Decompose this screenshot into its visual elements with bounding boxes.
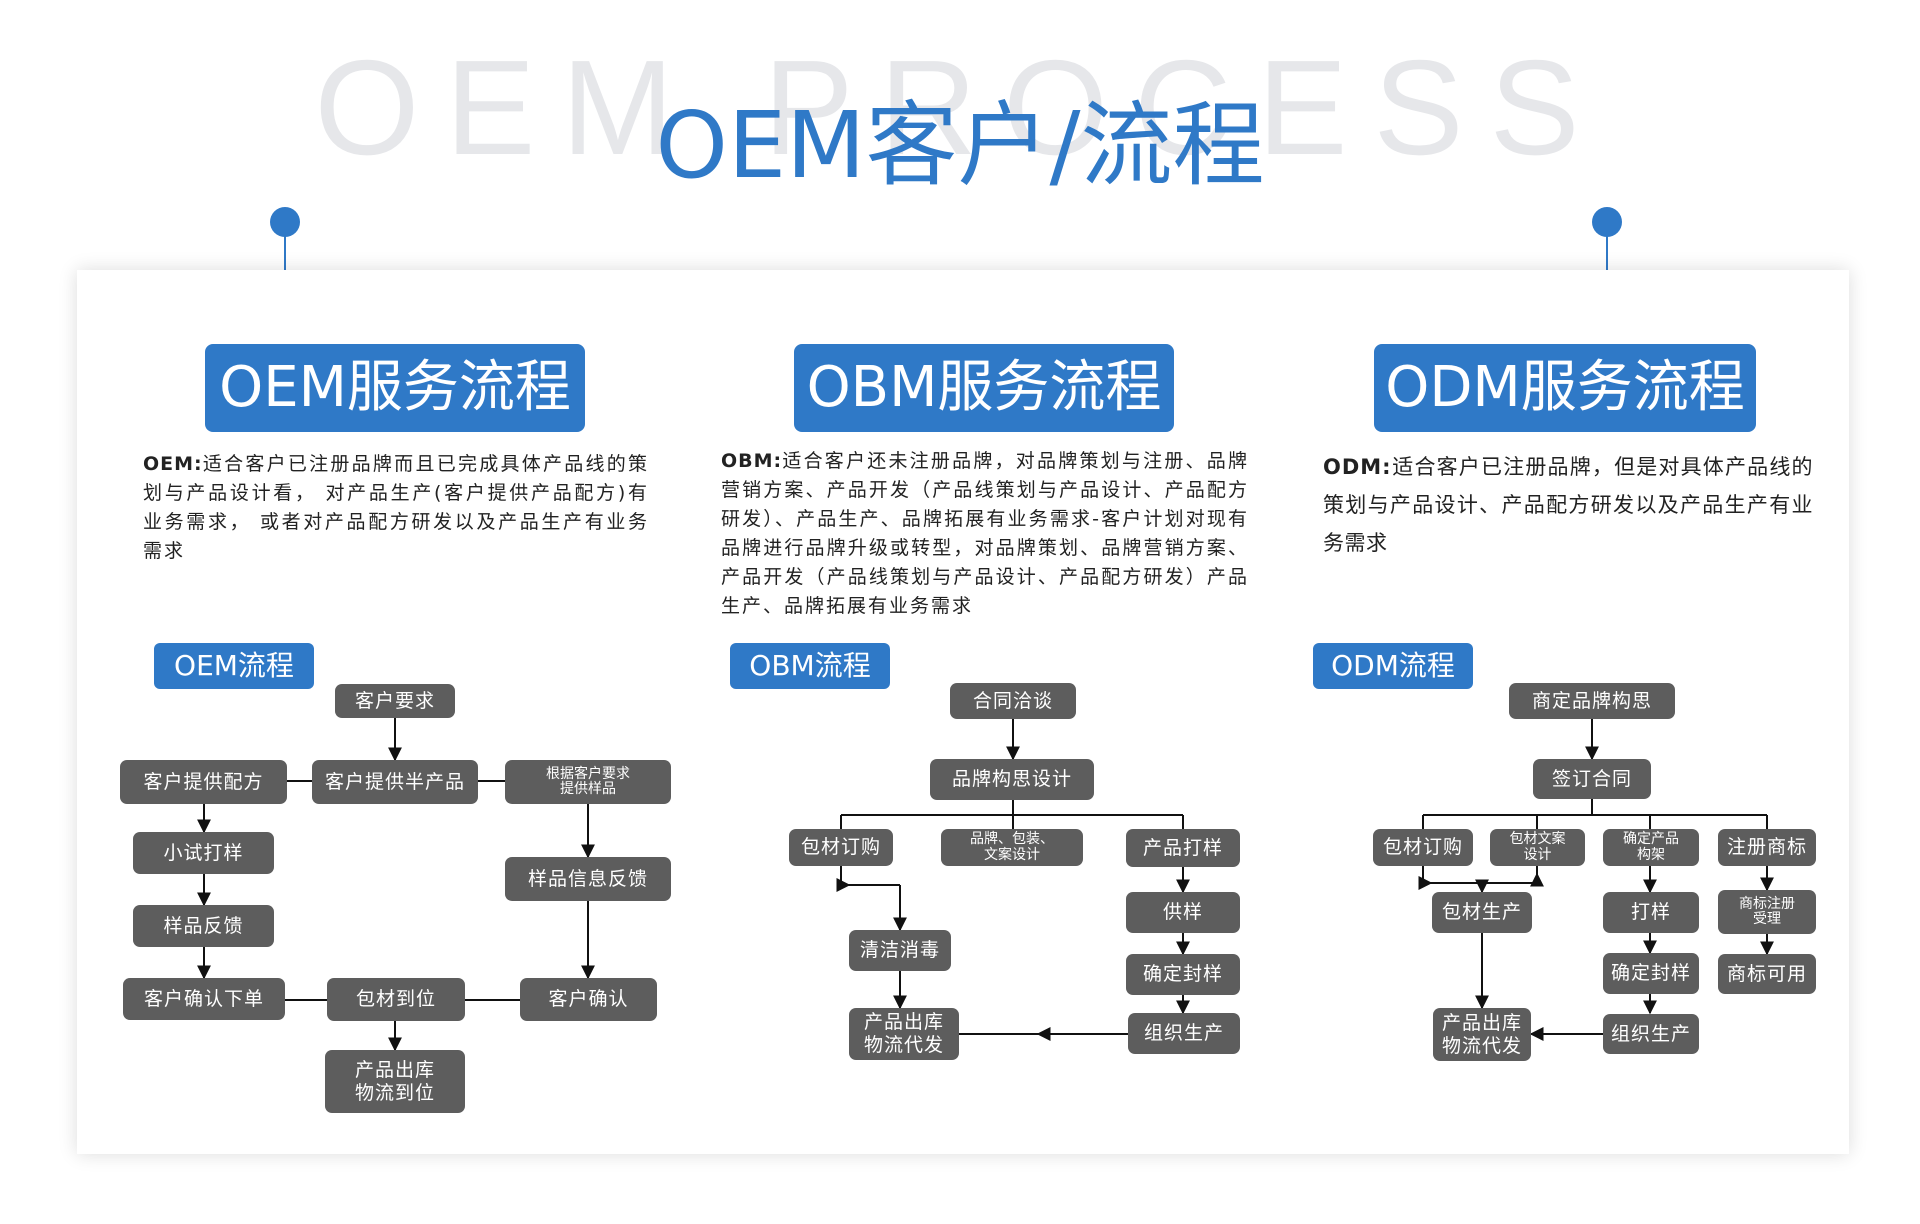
odm-node-product-out: 产品出库 物流代发 [1433, 1008, 1531, 1061]
oem-node-sample-feedback: 样品反馈 [133, 905, 274, 947]
odm-node-confirm-product-arch: 确定产品 构架 [1603, 829, 1699, 866]
odm-node-packaging-copy: 包材文案 设计 [1490, 829, 1585, 866]
page-title: OEM客户/流程 [655, 92, 1265, 199]
oem-node-packaging-arrive: 包材到位 [327, 978, 465, 1021]
oem-node-customer-semi: 客户提供半产品 [312, 760, 478, 804]
obm-node-clean-disinfect: 清洁消毒 [849, 930, 951, 971]
odm-desc-label: ODM: [1323, 455, 1392, 479]
right-pin-top-dot [1592, 207, 1622, 237]
obm-node-supply-sample: 供样 [1126, 892, 1240, 933]
odm-node-trademark-accepted: 商标注册 受理 [1718, 890, 1816, 934]
oem-node-sample-by-request: 根据客户要求 提供样品 [505, 760, 671, 804]
odm-node-sign-contract: 签订合同 [1533, 759, 1651, 799]
oem-node-product-out: 产品出库 物流到位 [325, 1050, 465, 1113]
oem-node-trial: 小试打样 [133, 832, 274, 874]
odm-node-brand-concept: 商定品牌构思 [1509, 683, 1675, 719]
obm-desc-label: OBM: [721, 450, 783, 472]
odm-node-packaging-purchase: 包材订购 [1373, 829, 1473, 866]
left-pin-top-dot [270, 207, 300, 237]
obm-description: OBM:适合客户还未注册品牌，对品牌策划与注册、品牌营销方案、产品开发（产品线策… [721, 447, 1249, 621]
left-pin-line [284, 222, 286, 294]
oem-desc-text: 适合客户已注册品牌而且已完成具体产品线的策划与产品设计看， 对产品生产(客户提供… [143, 453, 649, 562]
oem-node-customer-request: 客户要求 [335, 684, 455, 718]
odm-node-organize-production: 组织生产 [1603, 1014, 1699, 1054]
odm-node-confirm-seal: 确定封样 [1603, 953, 1699, 994]
odm-description: ODM:适合客户已注册品牌，但是对具体产品线的策划与产品设计、产品配方研发以及产… [1323, 448, 1813, 562]
oem-node-customer-formula: 客户提供配方 [120, 760, 287, 804]
obm-node-packaging-purchase: 包材订购 [789, 829, 893, 866]
oem-node-customer-confirm: 客户确认 [520, 978, 657, 1021]
obm-node-product-sample: 产品打样 [1126, 829, 1240, 867]
right-pin-line [1606, 222, 1608, 294]
obm-flow-tag: OBM流程 [730, 643, 890, 689]
odm-node-packaging-production: 包材生产 [1432, 892, 1532, 933]
oem-description: OEM:适合客户已注册品牌而且已完成具体产品线的策划与产品设计看， 对产品生产(… [143, 450, 649, 566]
odm-node-register-trademark: 注册商标 [1718, 829, 1816, 866]
odm-flow-tag: ODM流程 [1313, 643, 1473, 689]
obm-node-contract: 合同洽谈 [950, 683, 1076, 719]
oem-desc-label: OEM: [143, 453, 203, 475]
obm-service-title: OBM服务流程 [794, 344, 1174, 432]
odm-service-title: ODM服务流程 [1374, 344, 1756, 432]
obm-node-organize-production: 组织生产 [1128, 1013, 1240, 1054]
oem-node-sample-info-feedback: 样品信息反馈 [505, 857, 671, 901]
obm-node-confirm-seal: 确定封样 [1126, 954, 1240, 995]
obm-node-product-out: 产品出库 物流代发 [849, 1008, 959, 1060]
obm-node-brand-design: 品牌、包装、 文案设计 [941, 829, 1083, 866]
odm-desc-text: 适合客户已注册品牌，但是对具体产品线的策划与产品设计、产品配方研发以及产品生产有… [1323, 455, 1813, 555]
obm-desc-text: 适合客户还未注册品牌，对品牌策划与注册、品牌营销方案、产品开发（产品线策划与产品… [721, 450, 1249, 617]
obm-node-brand-concept: 品牌构思设计 [930, 759, 1094, 800]
odm-node-trademark-usable: 商标可用 [1718, 954, 1816, 994]
oem-node-confirm-order: 客户确认下单 [123, 978, 285, 1020]
watermark-title: OEM PROCESS [314, 32, 1606, 183]
odm-node-sample: 打样 [1603, 892, 1699, 933]
oem-flow-tag: OEM流程 [154, 643, 314, 689]
oem-service-title: OEM服务流程 [205, 344, 585, 432]
